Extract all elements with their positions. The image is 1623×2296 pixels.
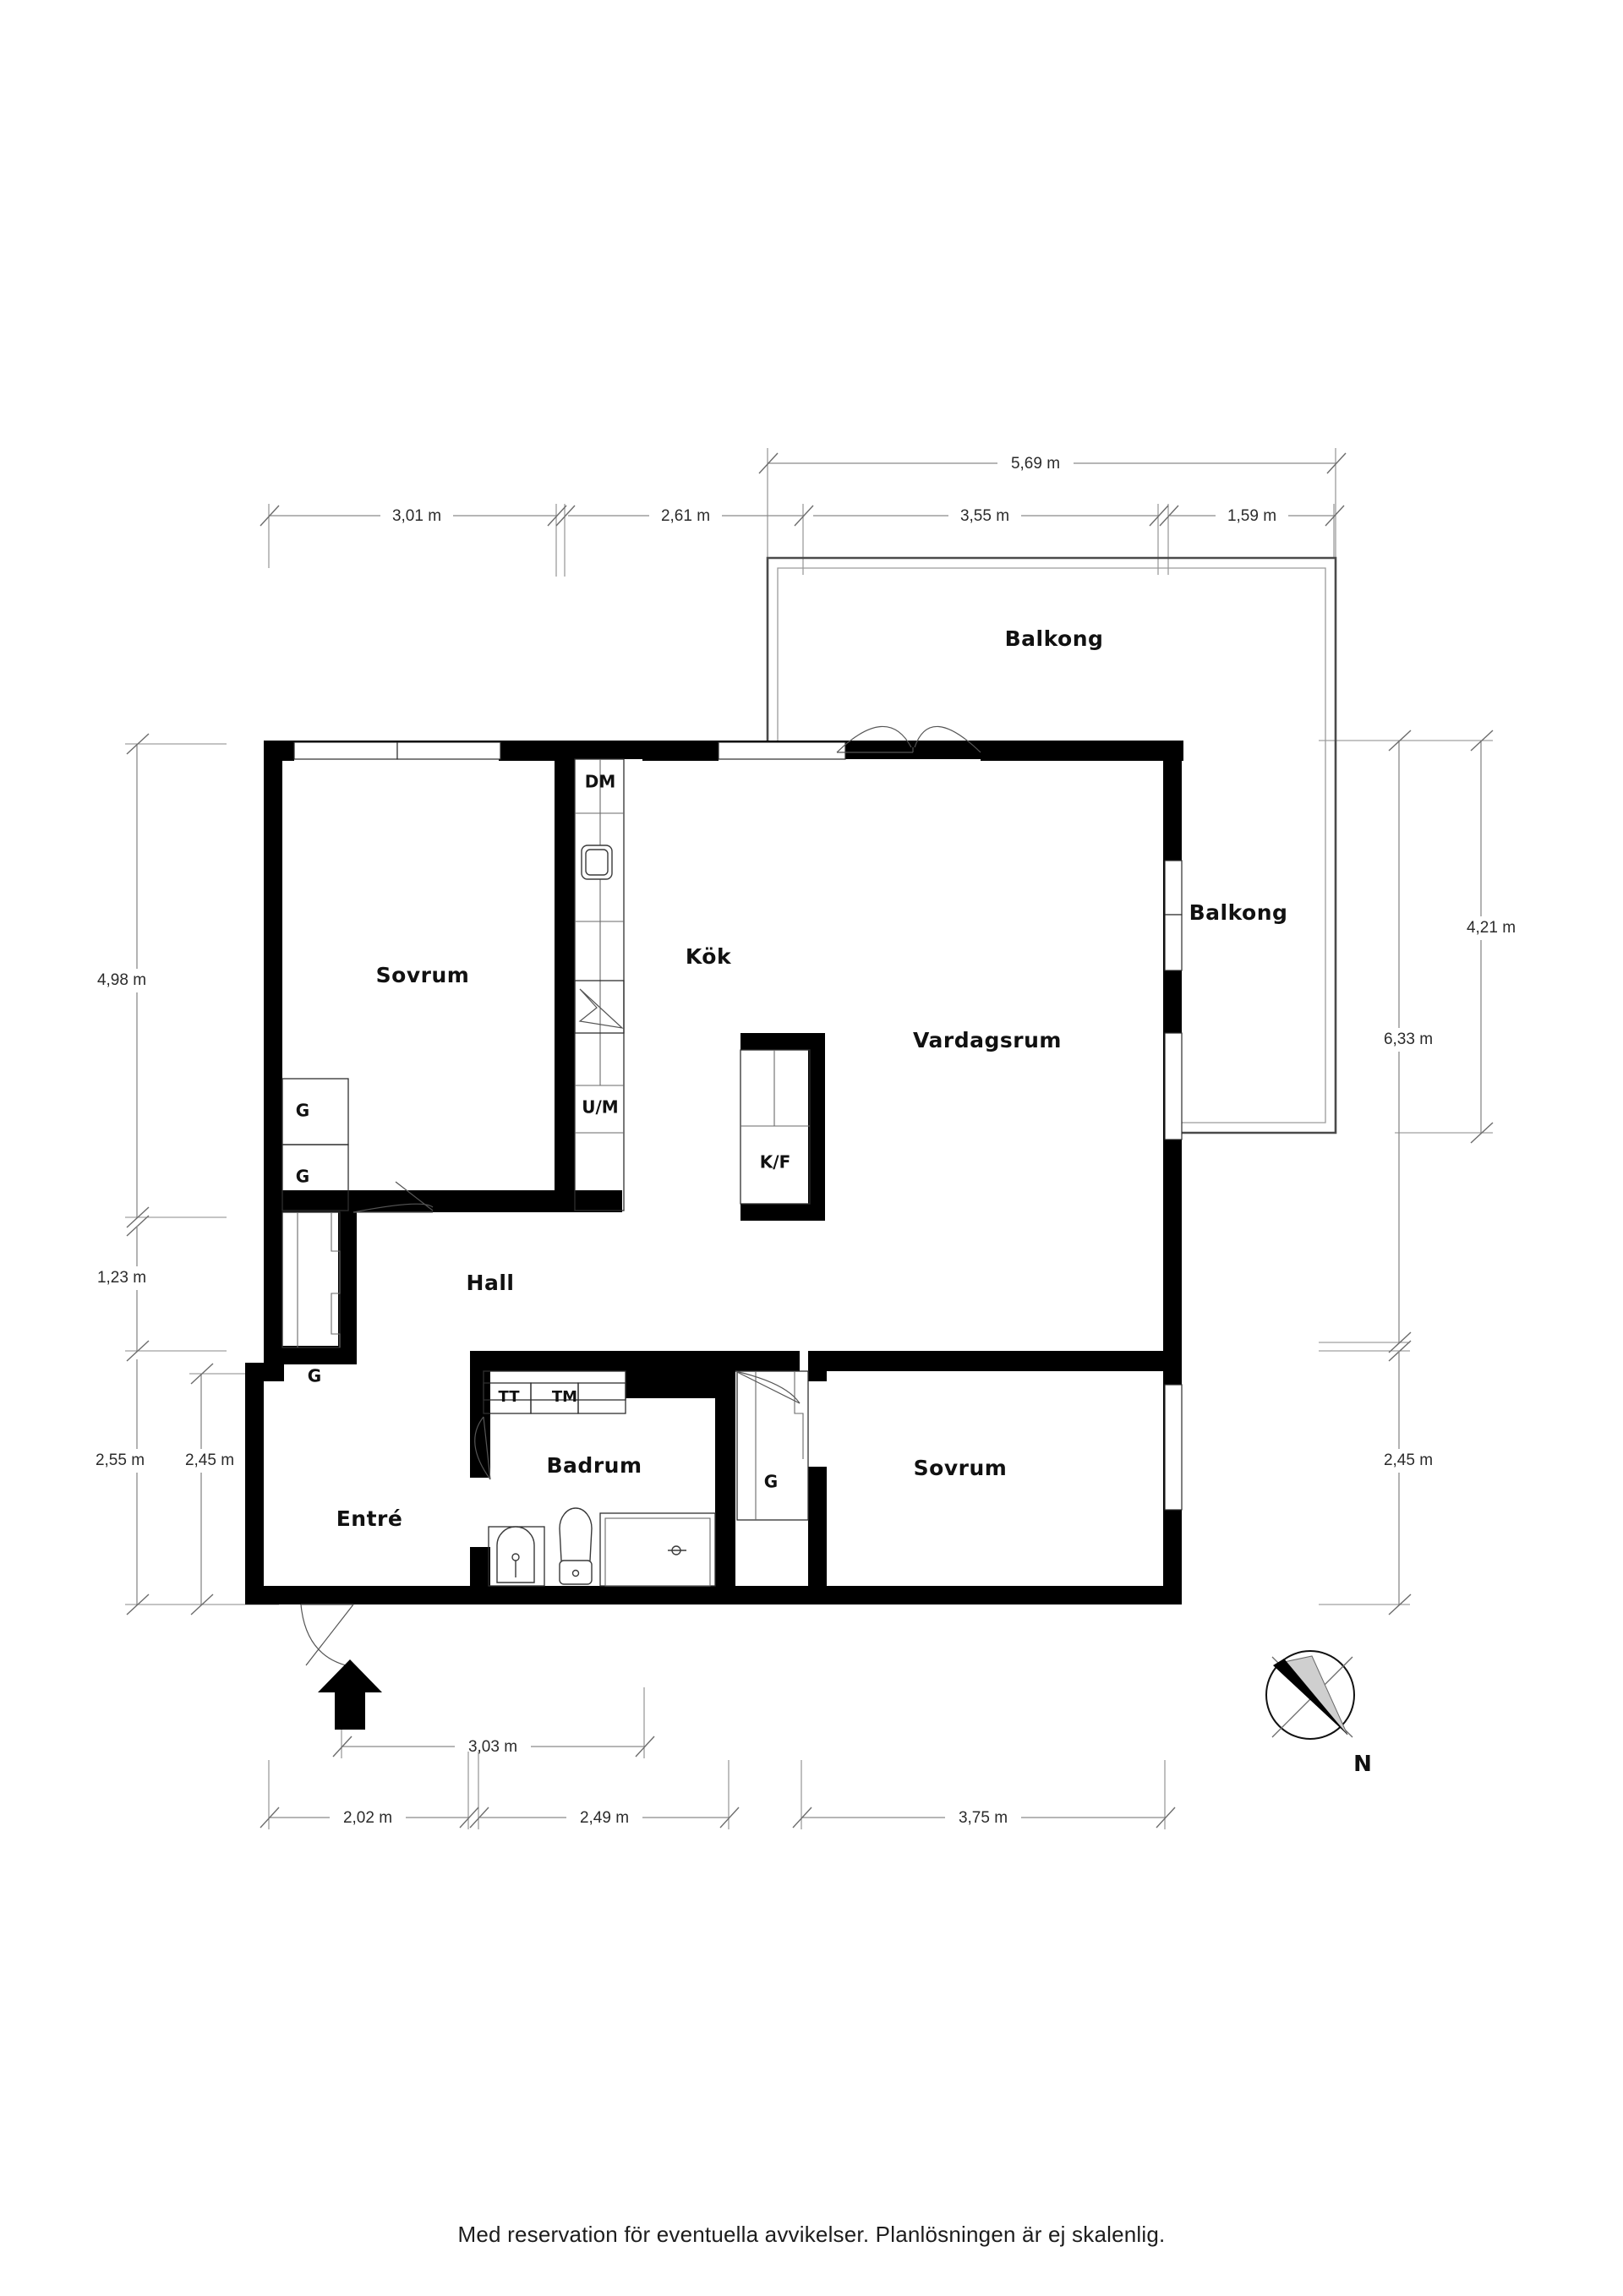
dimension-label: 1,23 m [97, 1269, 146, 1287]
dimension-top-355: 3,55 m [813, 504, 1179, 575]
dimension-group-left: 4,98 m 1,23 m 2,55 m 2,45 m [76, 733, 279, 1615]
closet-label-g-sovrum-2: G [296, 1167, 309, 1187]
dimension-label: 6,33 m [1384, 1030, 1433, 1048]
window-kok-top [718, 741, 846, 760]
dimension-label: 4,98 m [97, 971, 146, 989]
dimension-right-633: 6,33 m [1319, 730, 1451, 1362]
window-vardagsrum-right-3 [1164, 1032, 1183, 1140]
dimension-right-245: 2,45 m [1319, 1351, 1451, 1615]
dimension-left-498: 4,98 m [79, 733, 227, 1237]
dimension-group-right: 4,21 m 6,33 m 2,45 m [1319, 730, 1533, 1615]
dimension-bottom-249: 2,49 m [480, 1760, 740, 1829]
room-label-kok: Kök [686, 944, 732, 969]
window-sovrum-top-2 [396, 741, 501, 760]
appliance-label-dm: DM [585, 772, 616, 792]
door-swings [300, 725, 981, 1668]
appliance-label-um: U/M [582, 1097, 618, 1118]
appliance-label-kf: K/F [760, 1152, 790, 1173]
compass-needle-dark [1273, 1659, 1347, 1735]
dimension-top-301: 3,01 m [260, 504, 576, 577]
room-label-balkong-top: Balkong [1005, 626, 1104, 651]
dimension-top-159: 1,59 m [1170, 504, 1345, 558]
dimension-label: 2,55 m [96, 1451, 145, 1469]
room-label-sovrum-bottom: Sovrum [914, 1456, 1008, 1480]
appliance-label-tm: TM [552, 1388, 577, 1406]
disclaimer-text: Med reservation för eventuella avvikelse… [457, 2222, 1166, 2247]
dimension-label: 2,45 m [185, 1451, 234, 1469]
compass-rose: N [1265, 1650, 1372, 1777]
dimension-label: 3,75 m [959, 1809, 1008, 1827]
dimension-label: 4,21 m [1467, 919, 1516, 937]
dimension-label: 1,59 m [1227, 507, 1276, 525]
appliance-label-tt: TT [499, 1388, 521, 1406]
dimension-group-bottom: 3,03 m 2,02 m 2,49 m 3,75 [260, 1687, 1176, 1829]
dimension-label: 3,01 m [392, 507, 441, 525]
window-vardagsrum-right-1 [1164, 860, 1183, 916]
room-label-sovrum-top: Sovrum [376, 963, 470, 987]
window-sovrum-top-1 [293, 741, 398, 760]
dimension-left-123: 1,23 m [79, 1226, 227, 1362]
dimension-group-top: 5,69 m 3,01 m 2,61 m [260, 448, 1347, 577]
dimension-label: 2,49 m [580, 1809, 629, 1827]
dimension-top-261: 2,61 m [568, 504, 814, 575]
dimension-label: 2,61 m [661, 507, 710, 525]
closet-label-g-sovrum-1: G [296, 1101, 309, 1121]
dimension-label: 5,69 m [1011, 455, 1060, 473]
closet-hall [281, 1211, 341, 1348]
room-label-vardagsrum: Vardagsrum [913, 1028, 1062, 1052]
closet-label-g-hall: G [308, 1366, 321, 1386]
appliance-labels: DM U/M K/F TT TM [499, 772, 791, 1407]
dimension-label: 3,55 m [960, 507, 1009, 525]
apartment-walls [245, 741, 1183, 1604]
dimension-bottom-375: 3,75 m [792, 1760, 1176, 1829]
dimension-label: 3,03 m [468, 1738, 517, 1756]
dimension-label: 2,02 m [343, 1809, 392, 1827]
bathroom-fixtures [483, 1370, 716, 1587]
closet-sovrum-bottom [736, 1370, 809, 1521]
closet-label-g-sovrum-b: G [764, 1472, 778, 1492]
compass-circle [1265, 1650, 1355, 1740]
room-label-balkong-right: Balkong [1189, 900, 1288, 925]
dimension-bottom-303: 3,03 m [332, 1687, 655, 1758]
joinery-kitchen [574, 758, 811, 1211]
closet-sovrum-top [281, 1078, 349, 1211]
dimension-top-569: 5,69 m [758, 448, 1347, 558]
compass-needle-light [1283, 1655, 1348, 1736]
windows [293, 741, 1183, 1511]
dimension-right-421: 4,21 m [1395, 730, 1533, 1144]
room-labels: Sovrum Kök Vardagsrum Hall Entré Badrum … [336, 626, 1288, 1531]
dimension-bottom-202: 2,02 m [260, 1752, 489, 1829]
dimension-label: 2,45 m [1384, 1451, 1433, 1469]
closet-labels: G G G G [296, 1101, 778, 1492]
compass-north-label: N [1353, 1752, 1372, 1777]
window-vardagsrum-right-2 [1164, 914, 1183, 971]
window-sovrum-right [1164, 1384, 1183, 1511]
dimension-left-255: 2,55 m [76, 1359, 227, 1615]
room-label-entre: Entré [336, 1506, 403, 1531]
entrance-arrow [318, 1659, 382, 1730]
room-label-hall: Hall [467, 1271, 515, 1295]
room-label-badrum: Badrum [547, 1453, 642, 1478]
dimension-left-inner-245: 2,45 m [167, 1363, 279, 1615]
